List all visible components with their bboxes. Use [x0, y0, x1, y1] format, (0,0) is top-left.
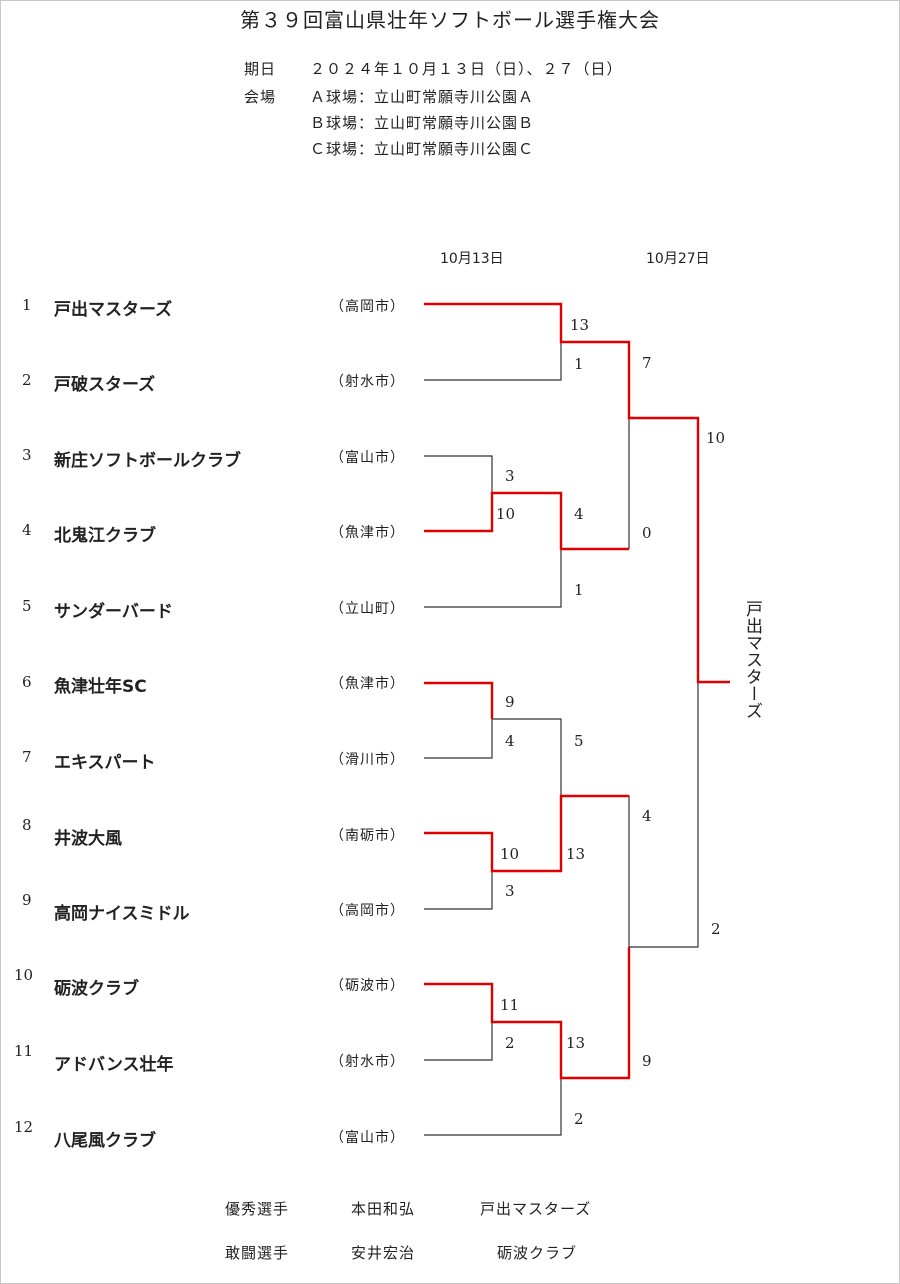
- team-name: エキスパート: [54, 753, 156, 773]
- bracket-line: [424, 1078, 562, 1136]
- winner-line: [424, 302, 730, 684]
- team-city: （富山市）: [330, 1130, 405, 1146]
- team-number: 3: [22, 446, 32, 464]
- award-player: 本田和弘: [351, 1200, 416, 1218]
- team-city: （魚津市）: [330, 676, 405, 692]
- team-number: 7: [22, 748, 32, 766]
- winner-line: [424, 681, 494, 719]
- date-label: 期日: [244, 60, 277, 78]
- team-name: 八尾風クラブ: [54, 1131, 156, 1151]
- team-name: 新庄ソフトボールクラブ: [54, 451, 241, 471]
- score: 1: [574, 355, 584, 373]
- team-number: 11: [14, 1042, 34, 1060]
- team-name: 戸出マスターズ: [54, 300, 173, 320]
- score: 5: [574, 732, 584, 750]
- score: 1: [574, 581, 584, 599]
- score: 10: [496, 505, 516, 523]
- team-number: 8: [22, 816, 32, 834]
- team-city: （立山町）: [330, 601, 405, 617]
- venue-b: Ｂ球場：立山町常願寺川公園Ｂ: [310, 114, 535, 132]
- team-city: （富山市）: [330, 450, 405, 466]
- bracket-line: [424, 719, 493, 759]
- bracket-line: [424, 342, 562, 381]
- score: 4: [574, 505, 584, 523]
- bracket-line: [424, 549, 562, 608]
- team-name: アドバンス壮年: [54, 1055, 174, 1075]
- bracket-line: [424, 455, 493, 493]
- team-city: （滑川市）: [330, 752, 405, 768]
- score: 9: [505, 693, 515, 711]
- date-value: ２０２４年１０月１３日（日）、２７（日）: [310, 60, 623, 78]
- venue-a: Ａ球場：立山町常願寺川公園Ａ: [310, 88, 535, 106]
- team-number: 4: [22, 521, 32, 539]
- team-name: 井波大風: [54, 829, 122, 849]
- page-title: 第３９回富山県壮年ソフトボール選手権大会: [240, 8, 660, 32]
- team-city: （南砺市）: [330, 828, 405, 844]
- score: 0: [642, 524, 652, 542]
- score: 13: [570, 316, 590, 334]
- score: 13: [566, 1034, 586, 1052]
- round2-date: 10月27日: [646, 251, 710, 267]
- score: 13: [566, 845, 586, 863]
- team-name: 北鬼江クラブ: [54, 526, 156, 546]
- winner-line: [424, 491, 629, 551]
- team-number: 12: [14, 1118, 34, 1136]
- team-number: 10: [14, 966, 34, 984]
- bracket-line: [561, 795, 630, 947]
- score: 2: [711, 920, 721, 938]
- team-name: サンダーバード: [54, 602, 173, 622]
- team-city: （高岡市）: [330, 299, 405, 315]
- venue-c: Ｃ球場：立山町常願寺川公園Ｃ: [310, 140, 535, 158]
- bracket-line: [492, 718, 562, 796]
- team-name: 魚津壮年SC: [54, 677, 147, 697]
- score: 3: [505, 882, 515, 900]
- team-number: 1: [22, 296, 32, 314]
- award-label: 優秀選手: [225, 1200, 290, 1218]
- score: 7: [642, 354, 652, 372]
- award-team: 戸出マスターズ: [480, 1200, 592, 1218]
- award-player: 安井宏治: [351, 1244, 416, 1262]
- champion-name: 戸出マスターズ: [742, 600, 762, 719]
- score: 9: [642, 1052, 652, 1070]
- team-number: 2: [22, 371, 32, 389]
- team-number: 9: [22, 891, 32, 909]
- team-number: 6: [22, 673, 32, 691]
- team-number: 5: [22, 597, 32, 615]
- team-city: （高岡市）: [330, 903, 405, 919]
- score: 3: [505, 467, 515, 485]
- score: 10: [706, 429, 726, 447]
- team-name: 砺波クラブ: [54, 979, 139, 999]
- score: 2: [574, 1110, 584, 1128]
- score: 2: [505, 1034, 515, 1052]
- team-city: （射水市）: [330, 1054, 405, 1070]
- score: 4: [505, 732, 515, 750]
- award-label: 敢闘選手: [225, 1244, 290, 1262]
- score: 11: [500, 996, 520, 1014]
- team-city: （射水市）: [330, 374, 405, 390]
- team-name: 戸破スターズ: [54, 375, 156, 395]
- award-team: 砺波クラブ: [497, 1244, 578, 1262]
- venue-label: 会場: [244, 88, 277, 106]
- winner-line: [424, 947, 631, 1080]
- score: 4: [642, 807, 652, 825]
- team-name: 高岡ナイスミドル: [54, 904, 190, 924]
- bracket-line: [629, 682, 699, 948]
- round1-date: 10月13日: [440, 251, 504, 267]
- winner-line: [424, 794, 629, 873]
- bracket-line: [424, 871, 493, 910]
- team-city: （魚津市）: [330, 525, 405, 541]
- bracket-line: [424, 1022, 493, 1061]
- score: 10: [500, 845, 520, 863]
- team-city: （砺波市）: [330, 978, 405, 994]
